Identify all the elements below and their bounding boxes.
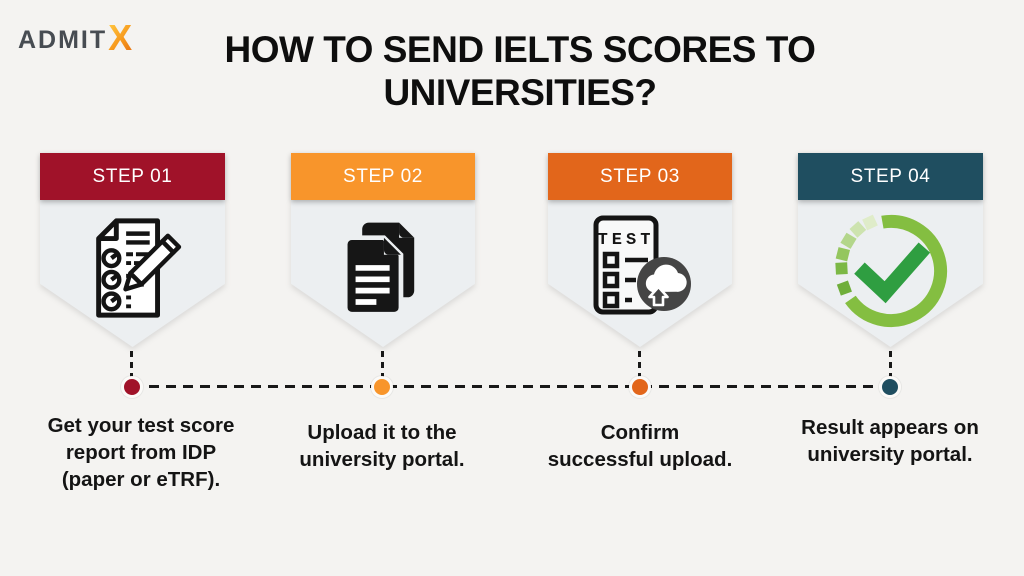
step-4-caption-line: Result appears on — [801, 416, 979, 439]
step-1-caption-line: Get your test score — [47, 414, 235, 437]
step-2-caption-line: Upload it to the — [307, 421, 457, 444]
test-upload-cloud-icon: TEST — [593, 215, 691, 315]
step-4-header: STEP 04 — [798, 153, 983, 200]
step-3-caption-line: successful upload. — [547, 448, 733, 472]
checklist-pencil-icon — [95, 218, 181, 318]
timeline-connector-3 — [638, 351, 641, 377]
step-3-caption: Confirm successful upload. — [515, 419, 765, 473]
timeline-dot-4 — [879, 376, 901, 398]
step-3-label: STEP 03 — [600, 165, 680, 187]
step-1-header: STEP 01 — [40, 153, 225, 200]
page-title: HOW TO SEND IELTS SCORES TO UNIVERSITIES… — [180, 28, 860, 115]
timeline-connector-4 — [889, 351, 892, 377]
step-1-caption-line: (paper or eTRF). — [61, 468, 221, 492]
step-3-caption-line: Confirm — [600, 421, 680, 444]
progress-check-icon — [834, 214, 947, 327]
step-1-body — [40, 200, 225, 347]
timeline-dot-1 — [121, 376, 143, 398]
step-2-caption-line: university portal. — [299, 448, 465, 472]
page-title-line-1: HOW TO SEND IELTS SCORES TO — [224, 29, 816, 70]
timeline-dot-3 — [629, 376, 651, 398]
timeline-dot-2 — [371, 376, 393, 398]
step-1-caption: Get your test score report from IDP (pap… — [16, 412, 266, 493]
step-2-body — [291, 200, 475, 347]
timeline-connector-2 — [381, 351, 384, 377]
logo-text: ADMIT — [18, 25, 108, 54]
step-4-caption: Result appears on university portal. — [770, 414, 1010, 468]
step-3-body: TEST — [548, 200, 732, 347]
step-2-label: STEP 02 — [343, 165, 423, 187]
step-4-label: STEP 04 — [850, 165, 931, 187]
timeline-connector-1 — [130, 351, 133, 377]
step-1-caption-line: report from IDP — [65, 441, 217, 465]
step-2-caption: Upload it to the university portal. — [267, 419, 497, 473]
step-2-header: STEP 02 — [291, 153, 475, 200]
page-title-line-2: UNIVERSITIES? — [383, 72, 657, 114]
step-3-header: STEP 03 — [548, 153, 732, 200]
svg-text:TEST: TEST — [598, 231, 655, 250]
logo-x-mark: X — [108, 17, 133, 58]
step-card-3: STEP 03 TEST — [548, 153, 732, 347]
step-card-1: STEP 01 — [40, 153, 225, 347]
step-card-4: STEP 04 — [798, 153, 983, 347]
admitx-logo: ADMIT X — [18, 17, 133, 58]
step-4-caption-line: university portal. — [807, 443, 973, 467]
step-4-body — [798, 200, 983, 347]
documents-icon — [342, 222, 415, 317]
timeline-line — [132, 385, 890, 388]
step-1-label: STEP 01 — [92, 165, 173, 187]
step-card-2: STEP 02 — [291, 153, 475, 347]
